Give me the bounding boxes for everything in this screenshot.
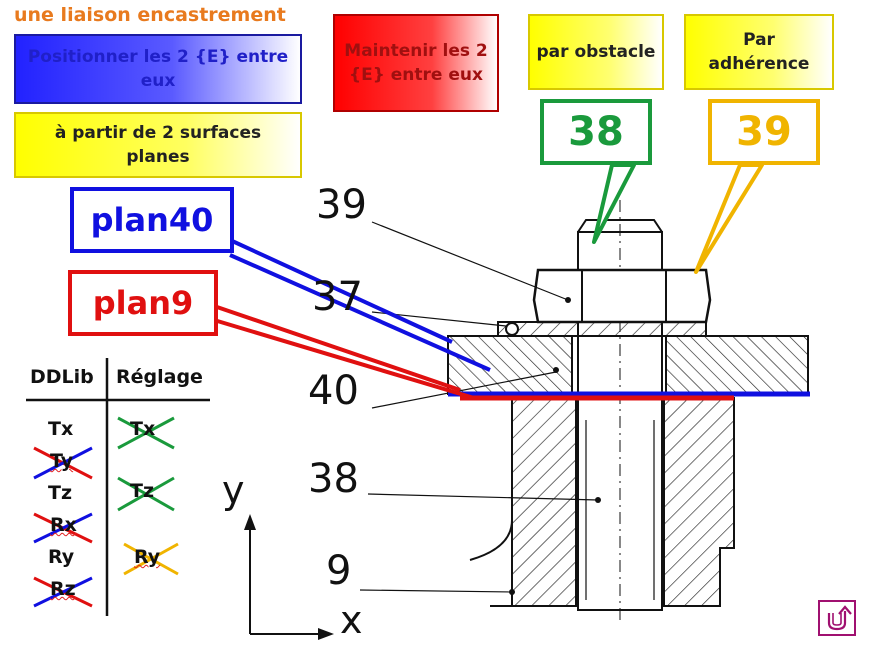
crossed-dof-marks bbox=[33, 416, 179, 608]
callout-39: 39 bbox=[708, 99, 820, 165]
page-title: une liaison encastrement bbox=[14, 4, 286, 26]
return-button[interactable] bbox=[818, 600, 856, 636]
callout-38: 38 bbox=[540, 99, 652, 165]
axis-x-label: x bbox=[340, 598, 363, 642]
callout-39-pointer bbox=[694, 163, 764, 274]
label-part-39: 39 bbox=[316, 182, 367, 228]
washer-part-37 bbox=[497, 321, 707, 337]
table-header-ddlib: DDLib bbox=[30, 366, 94, 388]
label-part-40: 40 bbox=[308, 368, 359, 414]
label-part-37: 37 bbox=[312, 274, 363, 320]
reglage-tz: Tz bbox=[130, 480, 155, 502]
body-part-9 bbox=[469, 397, 735, 607]
dof-ry: Ry bbox=[48, 546, 75, 568]
box-par-adherence: Par adhérence bbox=[684, 14, 834, 90]
box-positionner: Positionner les 2 {E} entre eux bbox=[14, 34, 302, 104]
box-par-obstacle: par obstacle bbox=[528, 14, 664, 90]
table-header-reglage: Réglage bbox=[116, 366, 203, 388]
leader-lines bbox=[359, 221, 599, 593]
nut-part-39 bbox=[532, 219, 712, 324]
label-part-38: 38 bbox=[308, 456, 359, 502]
dof-rx: Rx bbox=[50, 514, 77, 536]
return-arrow-icon bbox=[827, 605, 852, 631]
label-part-9: 9 bbox=[326, 548, 352, 594]
ddl-table-grid bbox=[26, 358, 210, 616]
dof-ty: Ty bbox=[50, 450, 74, 472]
plate-part-40 bbox=[447, 335, 809, 395]
box-maintenir: Maintenir les 2 {E} entre eux bbox=[333, 14, 499, 112]
dof-tx: Tx bbox=[48, 418, 74, 440]
reglage-tx: Tx bbox=[130, 418, 156, 440]
screw-part-38 bbox=[577, 200, 663, 620]
plane-40-highlight bbox=[229, 238, 810, 397]
axes bbox=[244, 514, 334, 640]
plan9-label: plan9 bbox=[68, 270, 218, 336]
callout-38-pointer bbox=[592, 163, 636, 244]
dof-tz: Tz bbox=[48, 482, 73, 504]
plan40-label: plan40 bbox=[70, 187, 234, 253]
axis-y-label: y bbox=[222, 468, 245, 512]
reglage-ry: Ry bbox=[134, 546, 161, 568]
box-surfaces-planes: à partir de 2 surfaces planes bbox=[14, 112, 302, 178]
plane-9-highlight bbox=[213, 304, 734, 401]
dof-rz: Rz bbox=[50, 578, 76, 600]
